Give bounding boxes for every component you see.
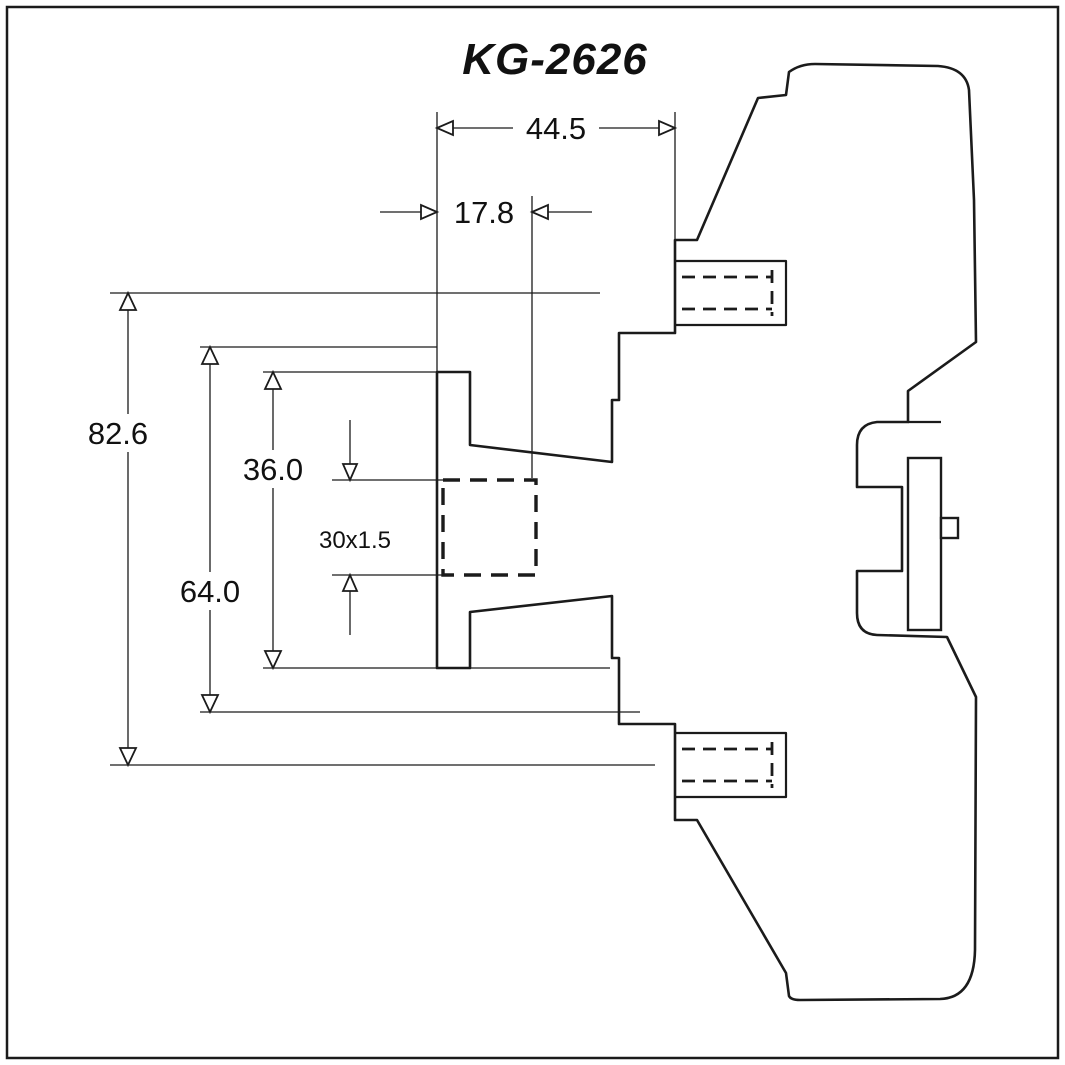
bottom-pin-boss — [675, 731, 788, 799]
dimension-depth-total: 44.5 — [434, 110, 678, 146]
arrowhead-down-icon — [118, 747, 138, 768]
dimension-thread: 30x1.5 — [319, 420, 391, 635]
arrowhead-up-icon — [200, 344, 220, 365]
dimension-height-flange: 36.0 — [235, 369, 313, 671]
arrowhead-up-icon — [263, 369, 283, 390]
dimension-height-overall: 82.6 — [78, 290, 160, 768]
dimension-height-middle: 64.0 — [172, 344, 250, 715]
drawing-title: KG-2626 — [462, 35, 648, 84]
bottom-pin-hidden-outline — [682, 742, 774, 788]
arrowhead-left-icon — [529, 203, 549, 221]
dimension-depth-flange: 17.8 — [380, 195, 592, 230]
dimension-label-64-0: 64.0 — [180, 574, 240, 609]
arrowhead-right-icon — [420, 203, 440, 221]
arrowhead-down-icon — [341, 463, 359, 483]
arrowhead-up-icon — [341, 572, 359, 592]
thread-hidden-outline — [441, 478, 538, 577]
arrowhead-right-icon — [658, 119, 678, 137]
dimension-label-44-5: 44.5 — [526, 111, 586, 146]
top-pin-boss — [675, 259, 788, 327]
arrowhead-down-icon — [200, 694, 220, 715]
dimension-label-82-6: 82.6 — [88, 416, 148, 451]
dimension-label-30x1-5: 30x1.5 — [319, 527, 391, 554]
dimension-label-17-8: 17.8 — [454, 195, 514, 230]
din-clamp-slider — [906, 456, 943, 632]
sheet-border — [5, 5, 1060, 1060]
part-outline — [435, 62, 978, 1002]
arrowhead-left-icon — [434, 119, 454, 137]
reference-lines — [110, 112, 676, 766]
din-clamp-nub — [939, 516, 960, 540]
top-pin-hidden-outline — [682, 270, 774, 316]
dimension-label-36-0: 36.0 — [243, 452, 303, 487]
arrowhead-down-icon — [263, 650, 283, 671]
arrowhead-up-icon — [118, 290, 138, 311]
